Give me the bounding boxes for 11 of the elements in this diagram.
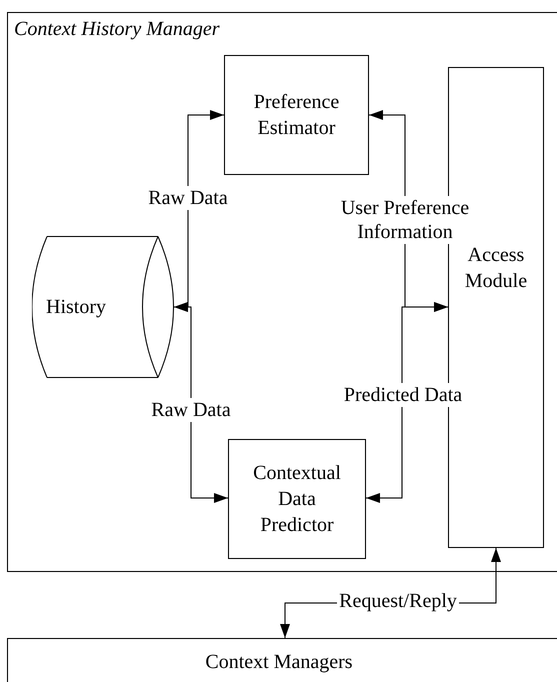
storage-cylinder: History	[32, 236, 174, 378]
connector-arrow	[174, 302, 228, 503]
module-frame	[7, 12, 557, 572]
connector-arrow	[366, 302, 448, 503]
edge-label: Raw Data	[149, 398, 233, 422]
frame-title: Context History Manager	[14, 17, 220, 42]
edge-label: Predicted Data	[342, 383, 464, 407]
process-box: Context Managers	[7, 638, 557, 682]
process-box: Contextual Data Predictor	[228, 439, 366, 559]
process-box: Preference Estimator	[224, 55, 369, 175]
edge-label: Raw Data	[146, 186, 230, 210]
